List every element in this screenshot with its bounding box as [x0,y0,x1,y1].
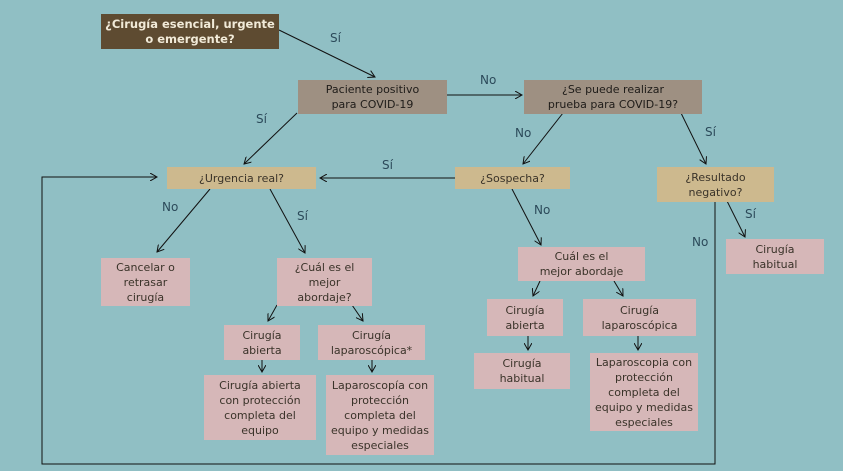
edge-label-urgency-cancel: No [162,200,179,214]
edge-label-urgency-approach: Sí [297,209,308,223]
edge-label-test-suspicion: No [515,126,532,140]
edge-label-start-positive: Sí [330,31,341,45]
edge-result-loop [41,177,716,465]
edge-suspicion-approach [511,188,541,245]
edge-label-test-result: Sí [705,125,716,139]
node-open-protection: Cirugía abierta con protección completa … [204,375,316,440]
node-start: ¿Cirugía esencial, urgente o emergente? [101,14,279,49]
node-test-possible: ¿Se puede realizar prueba para COVID-19? [524,80,702,114]
node-lap-surgery-left: Cirugía laparoscópica* [318,325,425,360]
edge-approach-open-left [268,304,278,321]
edge-approach-lap-mid [613,280,623,296]
edge-label-result-loop: No [692,235,709,249]
edge-urgency-cancel [157,188,211,252]
node-negative-result: ¿Resultado negativo? [657,167,774,202]
node-lap-protection-left: Laparoscopía con protección completa del… [326,375,434,455]
edge-label-suspicion-urgency: Sí [382,158,393,172]
node-lap-protection-mid: Laparoscopia con protección completa del… [590,353,698,431]
node-open-surgery-left: Cirugía abierta [224,325,300,360]
edge-test-result [680,112,706,164]
edge-approach-lap-left [351,304,363,321]
node-cancel-surgery: Cancelar o retrasar cirugía [101,258,190,306]
edge-urgency-approach [269,188,305,253]
edge-approach-open-mid [533,280,541,296]
edge-label-suspicion-approach: No [534,203,551,217]
edge-result-usual [726,200,745,237]
node-best-approach-left: ¿Cuál es el mejor abordaje? [277,258,372,306]
node-lap-surgery-mid: Cirugía laparoscópica [583,299,696,336]
node-open-surgery-mid: Cirugía abierta [487,299,563,336]
node-usual-surgery-right: Cirugía habitual [726,239,824,274]
node-suspicion: ¿Sospecha? [455,167,570,189]
edge-label-positive-urgency: Sí [256,112,267,126]
edge-test-suspicion [523,112,564,164]
node-usual-surgery-mid: Cirugía habitual [474,353,570,389]
edge-label-result-usual: Sí [745,207,756,221]
node-best-approach-mid: Cuál es el mejor abordaje [518,247,645,281]
edge-positive-urgency [244,112,298,164]
node-real-urgency: ¿Urgencia real? [167,167,316,189]
edge-start-positive [278,29,375,77]
edge-label-positive-test: No [480,73,497,87]
node-positive-covid: Paciente positivo para COVID-19 [298,80,447,114]
